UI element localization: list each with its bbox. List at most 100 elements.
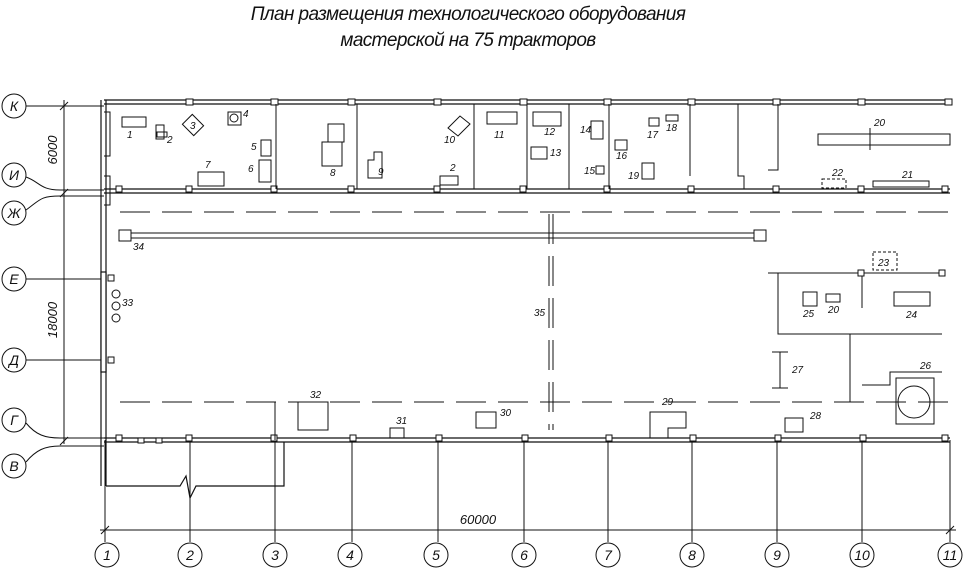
eq-32 — [297, 401, 329, 431]
aisle-lines — [120, 211, 950, 403]
label: 5 — [251, 142, 257, 153]
row-axis-label: Д — [7, 352, 19, 368]
title-line-1: План размещения технологического оборудо… — [250, 4, 686, 25]
col-axis-label: 7 — [604, 547, 613, 563]
top-bay-partitions — [104, 104, 779, 206]
row-axis-label: Е — [9, 271, 19, 287]
eq-31 — [389, 427, 405, 439]
row-axis-E: Е — [1, 266, 104, 292]
eq-22 — [821, 178, 847, 189]
col-axis-label: 5 — [432, 547, 440, 563]
equipment — [111, 111, 951, 439]
center-line — [548, 214, 554, 430]
col-axis-label: 10 — [854, 547, 870, 563]
eq-7 — [197, 171, 225, 187]
row-axis-label: И — [9, 167, 20, 183]
crane-34 — [118, 229, 767, 242]
label: 11 — [494, 130, 504, 141]
label: 3 — [190, 121, 196, 132]
horizontal-dimension: 60000 — [100, 512, 956, 535]
label: 1 — [127, 130, 133, 141]
eq-30 — [475, 411, 497, 429]
col-axis-6: 6 — [511, 440, 537, 568]
eq-14 — [590, 120, 604, 140]
eq-2-repeat — [439, 175, 459, 186]
label: 19 — [628, 171, 640, 182]
label: 4 — [243, 109, 249, 120]
label: 24 — [905, 310, 918, 321]
col-axis-label: 1 — [103, 547, 111, 563]
label: 31 — [396, 416, 407, 427]
row-axis-label: Г — [10, 412, 19, 428]
label: 10 — [444, 135, 456, 146]
eq-28 — [784, 417, 804, 433]
label: 25 — [802, 309, 815, 320]
eq-12 — [532, 111, 562, 127]
dim-main-hall: 18000 — [45, 301, 60, 338]
eq-8 — [321, 141, 343, 167]
label: 23 — [877, 258, 890, 269]
eq-18 — [665, 114, 679, 122]
label: 32 — [310, 390, 322, 401]
eq-33c — [111, 313, 121, 323]
label: 22 — [831, 168, 844, 179]
label: 35 — [534, 308, 546, 319]
eq-4 — [227, 111, 242, 126]
label: 20 — [873, 118, 886, 129]
eq-9 — [367, 151, 383, 179]
eq-26 — [895, 377, 935, 425]
eq-25 — [802, 291, 818, 307]
col-axis-7: 7 — [595, 440, 621, 568]
col-axis-11: 11 — [937, 440, 963, 568]
label: 9 — [378, 167, 384, 178]
label: 26 — [919, 361, 932, 372]
eq-24 — [893, 291, 931, 307]
label: 6 — [248, 164, 254, 175]
row-axis-label: К — [10, 98, 19, 114]
row-axis-G: Г — [1, 407, 104, 439]
col-axis-1: 1 — [94, 440, 120, 568]
col-axis-label: 2 — [185, 547, 194, 563]
label: 14 — [580, 125, 592, 136]
eq-16 — [614, 139, 628, 151]
label: 28 — [809, 411, 822, 422]
column-axes: 1 2 3 4 5 6 7 8 9 10 11 — [94, 440, 963, 568]
col-axis-label: 11 — [943, 547, 958, 563]
row-axis-label: Ж — [7, 205, 22, 221]
label: 7 — [205, 160, 211, 171]
label: 20 — [827, 305, 840, 316]
title-line-2: мастерской на 75 тракторов — [340, 30, 596, 51]
row-axis-V: В — [1, 445, 104, 479]
col-axis-label: 3 — [271, 547, 279, 563]
eq-15 — [595, 165, 605, 175]
column-posts — [107, 98, 953, 444]
eq-13 — [530, 146, 548, 160]
row-axis-D: Д — [1, 347, 104, 373]
label: 13 — [550, 148, 562, 159]
eq-33a — [111, 289, 121, 299]
label: 27 — [791, 365, 804, 376]
col-axis-4: 4 — [337, 440, 363, 568]
eq-19 — [641, 162, 655, 180]
col-axis-3: 3 — [262, 440, 288, 568]
col-axis-label: 9 — [773, 547, 781, 563]
col-axis-label: 6 — [520, 547, 528, 563]
eq-3 — [181, 113, 205, 137]
label: 21 — [901, 170, 913, 181]
eq-20 — [817, 128, 951, 150]
eq-11 — [486, 111, 518, 125]
label: 12 — [544, 127, 556, 138]
col-axis-label: 4 — [346, 547, 354, 563]
eq-2b — [156, 131, 168, 138]
equipment-labels: 1 2 3 4 5 6 7 8 9 10 2 11 12 13 14 15 16… — [122, 109, 932, 427]
eq-10 — [447, 115, 471, 137]
service-block — [768, 269, 946, 402]
label: 30 — [500, 408, 512, 419]
eq-33b — [111, 301, 121, 311]
eq-23 — [872, 251, 898, 271]
col-axis-2: 2 — [177, 440, 203, 568]
eq-6 — [258, 159, 272, 183]
eq-17 — [648, 117, 660, 127]
eq-29 — [649, 411, 687, 439]
